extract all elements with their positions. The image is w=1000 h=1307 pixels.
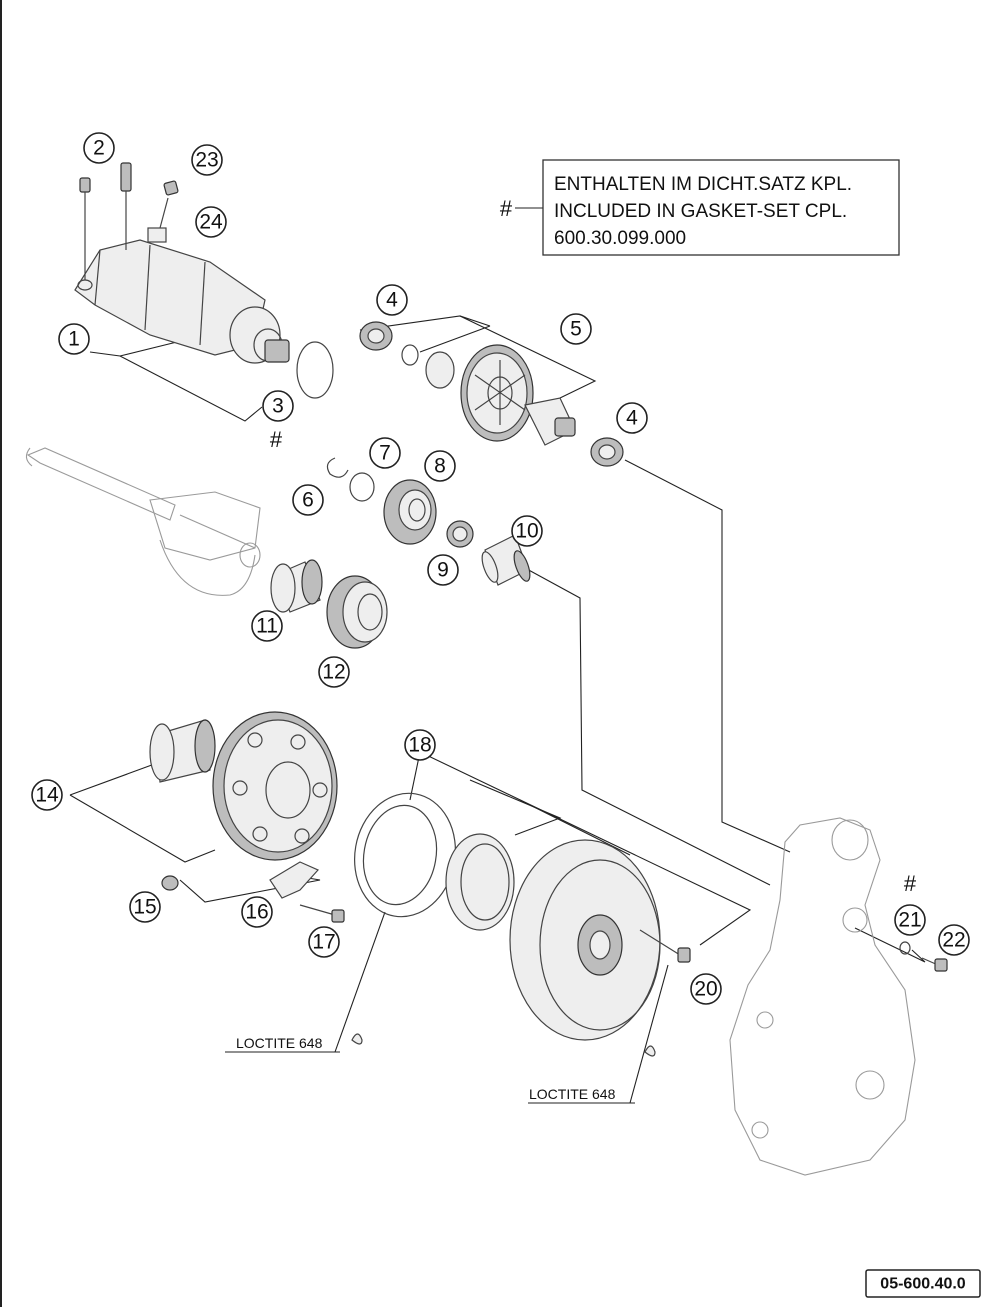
circlip-6-part [326,457,349,478]
callout-8: 8 [424,450,456,482]
loctite-drop-icon [351,1033,363,1045]
callout-6: 6 [292,484,324,516]
svg-text:4: 4 [626,407,638,430]
callout-23: 23 [191,144,223,176]
gasket-ring-part [353,792,457,918]
ignition-cover-part [729,817,916,1176]
callout-3: 3 [262,390,294,422]
svg-text:24: 24 [199,211,223,234]
flywheel-part [509,839,661,1041]
pin-15-part [161,875,179,891]
callout-12: 12 [318,656,350,688]
callout-9: 9 [427,554,459,586]
svg-text:12: 12 [322,661,345,684]
svg-text:10: 10 [515,520,538,543]
drawing-code: 05-600.40.0 [880,1276,966,1293]
loctite-label: LOCTITE 648 [236,1035,323,1051]
loctite-label: LOCTITE 648 [529,1086,616,1102]
leader-lines [69,207,926,1104]
callout-7: 7 [369,437,401,469]
svg-text:4: 4 [386,289,398,312]
callout-11: 11 [251,610,283,642]
screw-20-part [639,929,691,963]
screw-17-part [299,904,345,923]
intermediate-gear-part [460,344,576,446]
svg-text:21: 21 [898,909,921,932]
svg-text:11: 11 [256,615,278,638]
seal-ring-part [445,833,515,931]
svg-text:8: 8 [434,455,446,478]
note-line-english: INCLUDED IN GASKET-SET CPL. [554,201,847,222]
gasket-marker-washer: # [904,871,917,896]
screw-23-part [159,180,179,229]
svg-text:16: 16 [245,901,268,924]
svg-text:3: 3 [272,395,284,418]
callout-14: 14 [31,779,63,811]
svg-text:15: 15 [133,896,156,919]
starter-gear-part [212,711,338,861]
callout-16: 16 [241,896,273,928]
bearing-11-part [270,559,323,613]
callout-10: 10 [511,515,543,547]
o-ring-part [296,341,334,399]
note-line-part-number: 600.30.099.000 [554,228,686,249]
note-marker: # [500,196,513,221]
svg-text:14: 14 [35,784,59,807]
drawing-code-box: 05-600.40.0 [865,1269,981,1298]
svg-text:7: 7 [379,442,391,465]
callout-18: 18 [404,729,436,761]
gear-8-part [383,479,437,545]
svg-text:5: 5 [570,318,582,341]
washer-part [425,351,455,389]
callout-1: 1 [58,323,90,355]
left-frame-rule [0,0,2,1307]
circlip-part [401,344,419,366]
callout-2: 2 [83,132,115,164]
crankshaft-part [25,447,261,596]
svg-text:18: 18 [408,734,431,757]
svg-text:22: 22 [942,929,965,952]
starter-motor-part [74,227,290,364]
callout-4: 4 [376,284,408,316]
callout-21: 21 [894,904,926,936]
callout-4-lower: 4 [616,402,648,434]
washer-21-part [899,941,911,955]
svg-text:17: 17 [312,931,335,954]
gear-12-part [326,575,388,649]
washer-7-part [349,472,375,502]
needle-bearing-9-part [446,520,474,548]
screw-22-part [921,957,948,972]
svg-text:1: 1 [68,328,80,351]
callout-15: 15 [129,891,161,923]
note-line-german: ENTHALTEN IM DICHT.SATZ KPL. [554,174,852,195]
callout-17: 17 [308,926,340,958]
callout-20: 20 [690,973,722,1005]
svg-text:23: 23 [195,149,218,172]
callout-24: 24 [195,206,227,238]
bearing-part-lower [590,437,624,467]
callout-22: 22 [938,924,970,956]
gasket-marker-o-ring: # [270,427,283,452]
bearing-part [359,321,393,351]
svg-text:2: 2 [93,137,105,160]
lever-16-part [269,861,319,899]
svg-text:20: 20 [694,978,717,1001]
bearing-14-part [149,719,216,783]
callout-5: 5 [560,313,592,345]
svg-text:9: 9 [437,559,449,582]
pin-10-part [481,534,531,586]
loctite-drop-icon [644,1045,656,1057]
screws-part [79,162,132,280]
svg-text:6: 6 [302,489,314,512]
gasket-set-note: ENTHALTEN IM DICHT.SATZ KPL. INCLUDED IN… [542,159,900,256]
